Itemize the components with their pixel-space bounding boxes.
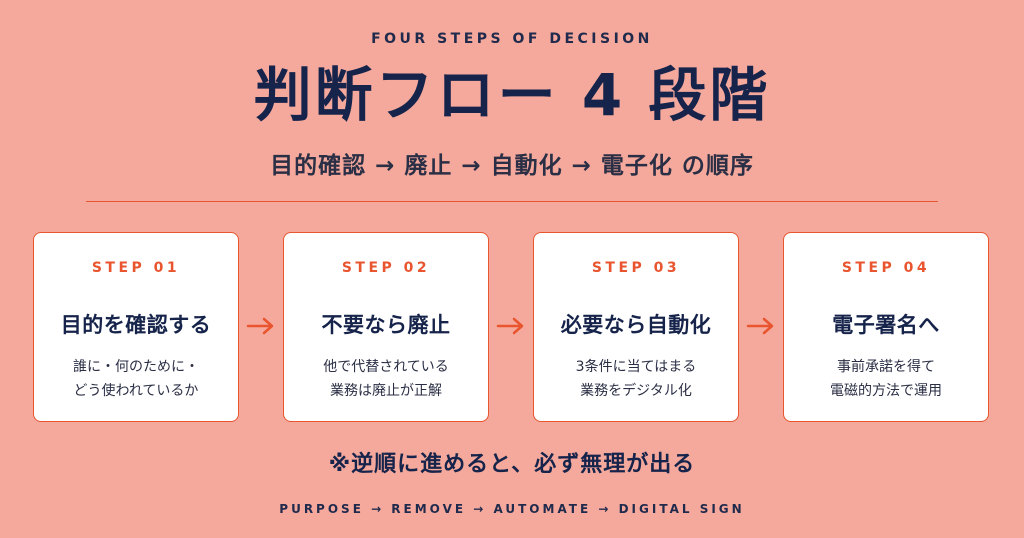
step-label: STEP 03	[591, 260, 681, 276]
step-description: 3条件に当てはまる 業務をデジタル化	[534, 355, 738, 403]
page-title: 判断フロー 4 段階	[253, 61, 771, 129]
step-card-01: STEP 01 目的を確認する 誰に・何のために・ どう使われているか	[33, 232, 239, 422]
step-description-line: 業務は廃止が正解	[330, 383, 442, 399]
step-description-line: 誰に・何のために・	[73, 359, 199, 375]
step-description: 誰に・何のために・ どう使われているか	[34, 355, 238, 403]
page-subtitle: 目的確認 → 廃止 → 自動化 → 電子化 の順序	[270, 153, 754, 179]
step-title: 電子署名へ	[832, 313, 940, 337]
arrow-right-icon	[746, 317, 774, 335]
divider-line	[86, 201, 938, 202]
step-title: 必要なら自動化	[560, 313, 712, 337]
step-description-line: 電磁的方法で運用	[830, 383, 942, 399]
arrow-right-icon	[496, 317, 524, 335]
step-card-04: STEP 04 電子署名へ 事前承諾を得て 電磁的方法で運用	[783, 232, 989, 422]
step-title: 目的を確認する	[60, 313, 212, 337]
step-card-02: STEP 02 不要なら廃止 他で代替されている 業務は廃止が正解	[283, 232, 489, 422]
step-description-line: 事前承諾を得て	[837, 359, 935, 375]
warning-note: ※逆順に進めると、必ず無理が出る	[328, 452, 696, 477]
eyebrow-text: FOUR STEPS OF DECISION	[371, 31, 653, 47]
step-description-line: どう使われているか	[73, 383, 199, 399]
step-description-line: 他で代替されている	[323, 359, 449, 375]
step-description: 事前承諾を得て 電磁的方法で運用	[784, 355, 988, 403]
step-description-line: 業務をデジタル化	[580, 383, 692, 399]
arrow-right-icon	[246, 317, 274, 335]
step-card-03: STEP 03 必要なら自動化 3条件に当てはまる 業務をデジタル化	[533, 232, 739, 422]
step-label: STEP 04	[841, 260, 931, 276]
step-title: 不要なら廃止	[321, 313, 451, 337]
step-description: 他で代替されている 業務は廃止が正解	[284, 355, 488, 403]
step-description-line: 3条件に当てはまる	[575, 359, 697, 375]
step-label: STEP 01	[91, 260, 181, 276]
footer-flow-text: PURPOSE → REMOVE → AUTOMATE → DIGITAL SI…	[279, 502, 745, 516]
step-label: STEP 02	[341, 260, 431, 276]
